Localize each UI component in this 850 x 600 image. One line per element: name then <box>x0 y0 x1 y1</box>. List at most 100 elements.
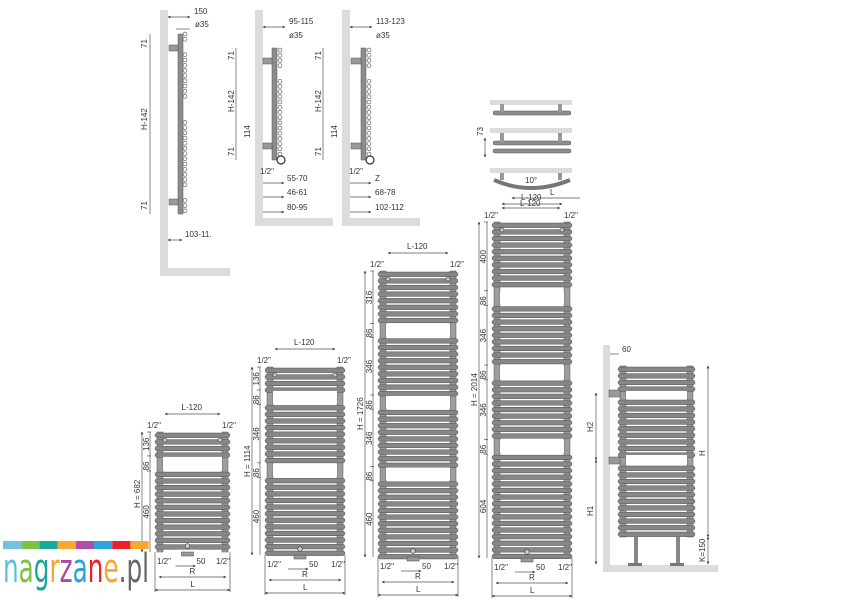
radiator-tube <box>154 504 231 510</box>
radiator-tube <box>377 284 459 291</box>
tube-section-icon <box>182 161 188 167</box>
radiator-tube <box>617 419 696 425</box>
radiator-tube <box>264 504 346 510</box>
radiator-tube <box>491 468 573 474</box>
section-height-label: 460 <box>252 509 261 523</box>
tube-section-icon <box>182 52 188 58</box>
tube-section-icon <box>182 68 188 73</box>
radiator-tube <box>491 501 573 507</box>
tube-section-icon <box>182 73 188 78</box>
radiator-tube <box>491 433 573 439</box>
tube-section-icon <box>277 110 283 115</box>
radiator-tube <box>491 547 573 553</box>
radiator-tube <box>617 492 696 498</box>
radiator-tube <box>617 432 696 438</box>
radiator-tube <box>377 416 459 422</box>
section-height-label: 346 <box>479 328 488 342</box>
left-connection-label: 1/2" <box>370 260 384 269</box>
logo-letter: a <box>19 546 34 592</box>
nagrzane-logo: nagrzane.pl <box>3 541 149 592</box>
bottom-offset-label: 71 <box>227 147 236 156</box>
radiator-gap <box>386 324 450 337</box>
height-label: H = 1726 <box>356 397 365 430</box>
tube-section-icon <box>277 151 283 157</box>
tube-section-icon <box>277 125 283 131</box>
tube-section-icon <box>277 146 283 152</box>
section-height-label: 346 <box>252 427 261 441</box>
logo-text: nagrzane.pl <box>3 546 149 592</box>
radiator-tube <box>377 429 459 435</box>
radiator-tube <box>377 494 459 500</box>
section-height-label: 86 <box>479 370 488 379</box>
tube-section-icon <box>182 172 188 177</box>
tube-section-icon <box>366 120 372 126</box>
tube-section-icon <box>182 88 188 94</box>
wall-distance-label: 103-11. <box>185 230 212 239</box>
radiator-gap <box>386 467 450 480</box>
radiator-tube <box>377 304 459 310</box>
valve-connector <box>293 554 307 560</box>
radiator-gap <box>386 395 450 409</box>
diameter-label: ø35 <box>195 20 209 29</box>
radiator-tube <box>617 439 696 445</box>
radiator-tube <box>617 386 696 392</box>
section-height-label: 86 <box>365 328 374 337</box>
connection-icon <box>559 227 565 233</box>
tube-section-icon <box>277 120 283 126</box>
tube-section-icon <box>182 182 188 188</box>
tube-section-icon <box>277 58 283 63</box>
radiator-tube <box>491 426 573 432</box>
inner-length-label: L-120 <box>407 242 428 251</box>
radiator-gap <box>626 455 687 465</box>
section-height-label: 136 <box>252 372 261 386</box>
radiator-tube <box>491 481 573 487</box>
tube-section-icon <box>366 125 372 131</box>
radiator-tube <box>491 507 573 513</box>
radiator-tube <box>264 418 346 424</box>
radiator-tube <box>264 530 346 537</box>
radiator-tube <box>491 413 573 419</box>
radiator-tube <box>491 540 573 546</box>
bottom-left-connection-label: 1/2" <box>157 557 171 566</box>
tube-section-icon <box>277 63 283 68</box>
radiator-tube <box>491 534 573 540</box>
bottom-right-connection-label: 1/2" <box>216 557 230 566</box>
side-view-2: 95-115 ø35 71 H-142 114 71 1/2" 55-70 46… <box>227 10 333 226</box>
logo-stripe-segment <box>3 541 22 549</box>
inner-length-label: L-120 <box>294 338 315 347</box>
radiator-tube <box>264 491 346 497</box>
radiator-tube <box>377 391 459 397</box>
tube-section-icon <box>182 94 188 99</box>
radiator-tube <box>264 524 346 530</box>
radiator-tube <box>491 474 573 480</box>
radiator-tube <box>264 411 346 417</box>
radiator-tube <box>264 444 346 450</box>
left-connection-label: 1/2" <box>147 421 161 430</box>
radiator-collector <box>619 365 627 538</box>
height-label: H = 2014 <box>470 373 479 406</box>
tube-section-icon <box>366 136 372 141</box>
radiator-tube <box>377 436 459 442</box>
dimension-1-label: Z <box>375 174 380 183</box>
radiator-tube <box>377 371 459 377</box>
connection-icon <box>217 437 223 443</box>
r-label: R <box>529 573 535 582</box>
radiator-tube <box>377 298 459 304</box>
logo-letter: n <box>88 546 104 592</box>
width-label: 150 <box>194 7 208 16</box>
side-view-3: 113-123 ø35 71 H-142 114 71 1/2" Z 68-78… <box>314 10 420 226</box>
tube-section-icon <box>366 146 372 152</box>
r-label: R <box>190 567 196 576</box>
tube-section-icon <box>277 141 283 146</box>
radiator-gap <box>163 456 222 471</box>
top-offset-label: 71 <box>314 51 323 60</box>
radiator-tube <box>377 364 459 370</box>
section-height-label: 86 <box>365 471 374 480</box>
tube-section-icon <box>277 89 283 94</box>
radiator-gap <box>500 440 564 454</box>
logo-stripe-segment <box>39 541 58 549</box>
bottom-offset-label: 71 <box>140 201 149 210</box>
logo-letter: l <box>142 546 149 592</box>
tube-section-icon <box>366 104 372 110</box>
